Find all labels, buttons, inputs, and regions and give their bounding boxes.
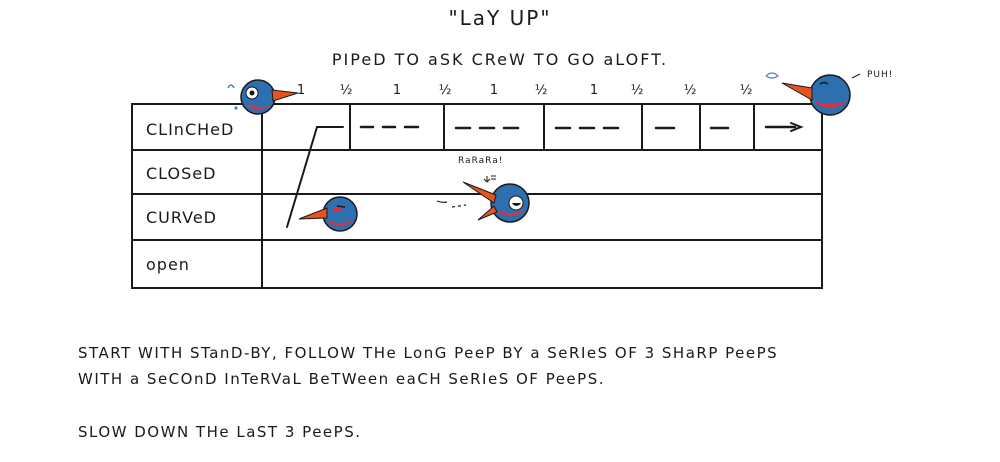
bird-beak [781,82,813,101]
table-frame [131,103,823,289]
diagram-subtitle: PIPeD TO aSK CReW TO GO aLOFT. [331,50,669,69]
diagram-title: "LaY UP" [448,6,552,30]
timing-label: 1 [489,83,499,98]
timing-label: ½ [339,83,353,98]
timing-label: ½ [630,83,644,98]
right-bird [765,72,861,116]
timing-label: 1 [392,83,402,98]
left-bird [227,79,299,115]
curved-row-bird [298,196,358,232]
timing-label: 1 [296,83,306,98]
pitch-rise-line [286,126,344,228]
peep-arrow-head [790,122,804,132]
timing-label: ½ [534,83,548,98]
row-label-curved: CURVeD [146,208,217,227]
instruction-line-3: SLOW DOWN THe LaST 3 PeePS. [78,423,362,441]
timing-label: ½ [739,83,753,98]
timing-label: ½ [438,83,452,98]
row-label-clinched: CLInCHeD [146,120,235,139]
middle-bird [436,175,530,223]
row-label-open: open [146,255,190,274]
right-bird-exclamation: PUH! [867,70,894,80]
bird-beak-lower [477,205,498,221]
instruction-line-1: START WITH STanD-BY, FOLLOW THe LonG Pee… [78,344,779,362]
row-label-closed: CLOSeD [146,164,217,183]
timing-label: 1 [589,83,599,98]
timing-label: ½ [683,83,697,98]
middle-bird-exclamation: RaRaRa! [458,156,504,166]
bird-beak-upper [462,181,497,204]
instruction-line-2: WITH a SeCOnD InTeRVaL BeTWeen eaCH SeRI… [78,370,605,388]
bird-beak [298,207,328,220]
bird-beak [271,89,299,102]
